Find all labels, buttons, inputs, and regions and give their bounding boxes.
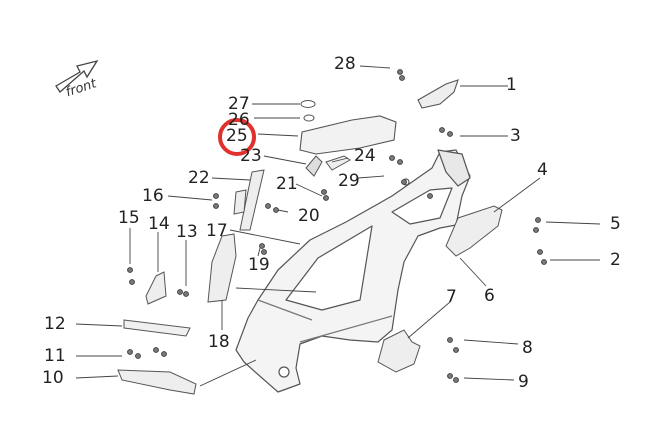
callout-13: 13	[176, 222, 198, 242]
callout-23: 23	[240, 146, 262, 166]
callout-18: 18	[208, 332, 230, 352]
part-7-bracket	[377, 329, 421, 373]
callout-27: 27	[228, 94, 250, 114]
callout-11: 11	[44, 346, 66, 366]
leader-lines	[75, 65, 601, 387]
part-12-strip	[123, 319, 191, 337]
callout-4: 4	[537, 160, 548, 180]
callout-29: 29	[338, 171, 360, 191]
highlight-ring	[218, 118, 256, 156]
callout-26: 26	[228, 110, 250, 130]
fasteners	[127, 69, 547, 383]
bike-frame	[235, 149, 471, 393]
callout-25-highlighted: 25	[226, 126, 248, 146]
callout-24: 24	[354, 146, 376, 166]
callout-2: 2	[610, 250, 621, 270]
callout-21: 21	[276, 174, 298, 194]
part-23-bracket	[305, 155, 323, 177]
callout-9: 9	[518, 372, 529, 392]
callout-15: 15	[118, 208, 140, 228]
part-1-bracket	[417, 79, 459, 109]
callout-7: 7	[446, 287, 457, 307]
callout-16: 16	[142, 186, 164, 206]
part-27-grommet	[300, 100, 316, 108]
callout-8: 8	[522, 338, 533, 358]
callout-12: 12	[44, 314, 66, 334]
callout-1: 1	[506, 75, 517, 95]
front-arrow-icon	[55, 59, 99, 93]
callout-19: 19	[248, 255, 270, 275]
callout-6: 6	[484, 286, 495, 306]
callout-3: 3	[510, 126, 521, 146]
part-18-guard	[207, 233, 237, 303]
part-17-plate	[233, 189, 247, 215]
callout-14: 14	[148, 214, 170, 234]
part-14-bracket	[145, 271, 167, 305]
part-4-bracket	[445, 205, 503, 257]
callout-20: 20	[298, 206, 320, 226]
callout-17: 17	[206, 221, 228, 241]
callout-10: 10	[42, 368, 64, 388]
part-24-clip	[325, 155, 351, 171]
part-26-grommet	[303, 114, 315, 122]
callout-5: 5	[610, 214, 621, 234]
callout-22: 22	[188, 168, 210, 188]
part-26-cover	[299, 115, 397, 155]
part-10-skid-plate	[117, 369, 197, 395]
callout-28: 28	[334, 54, 356, 74]
